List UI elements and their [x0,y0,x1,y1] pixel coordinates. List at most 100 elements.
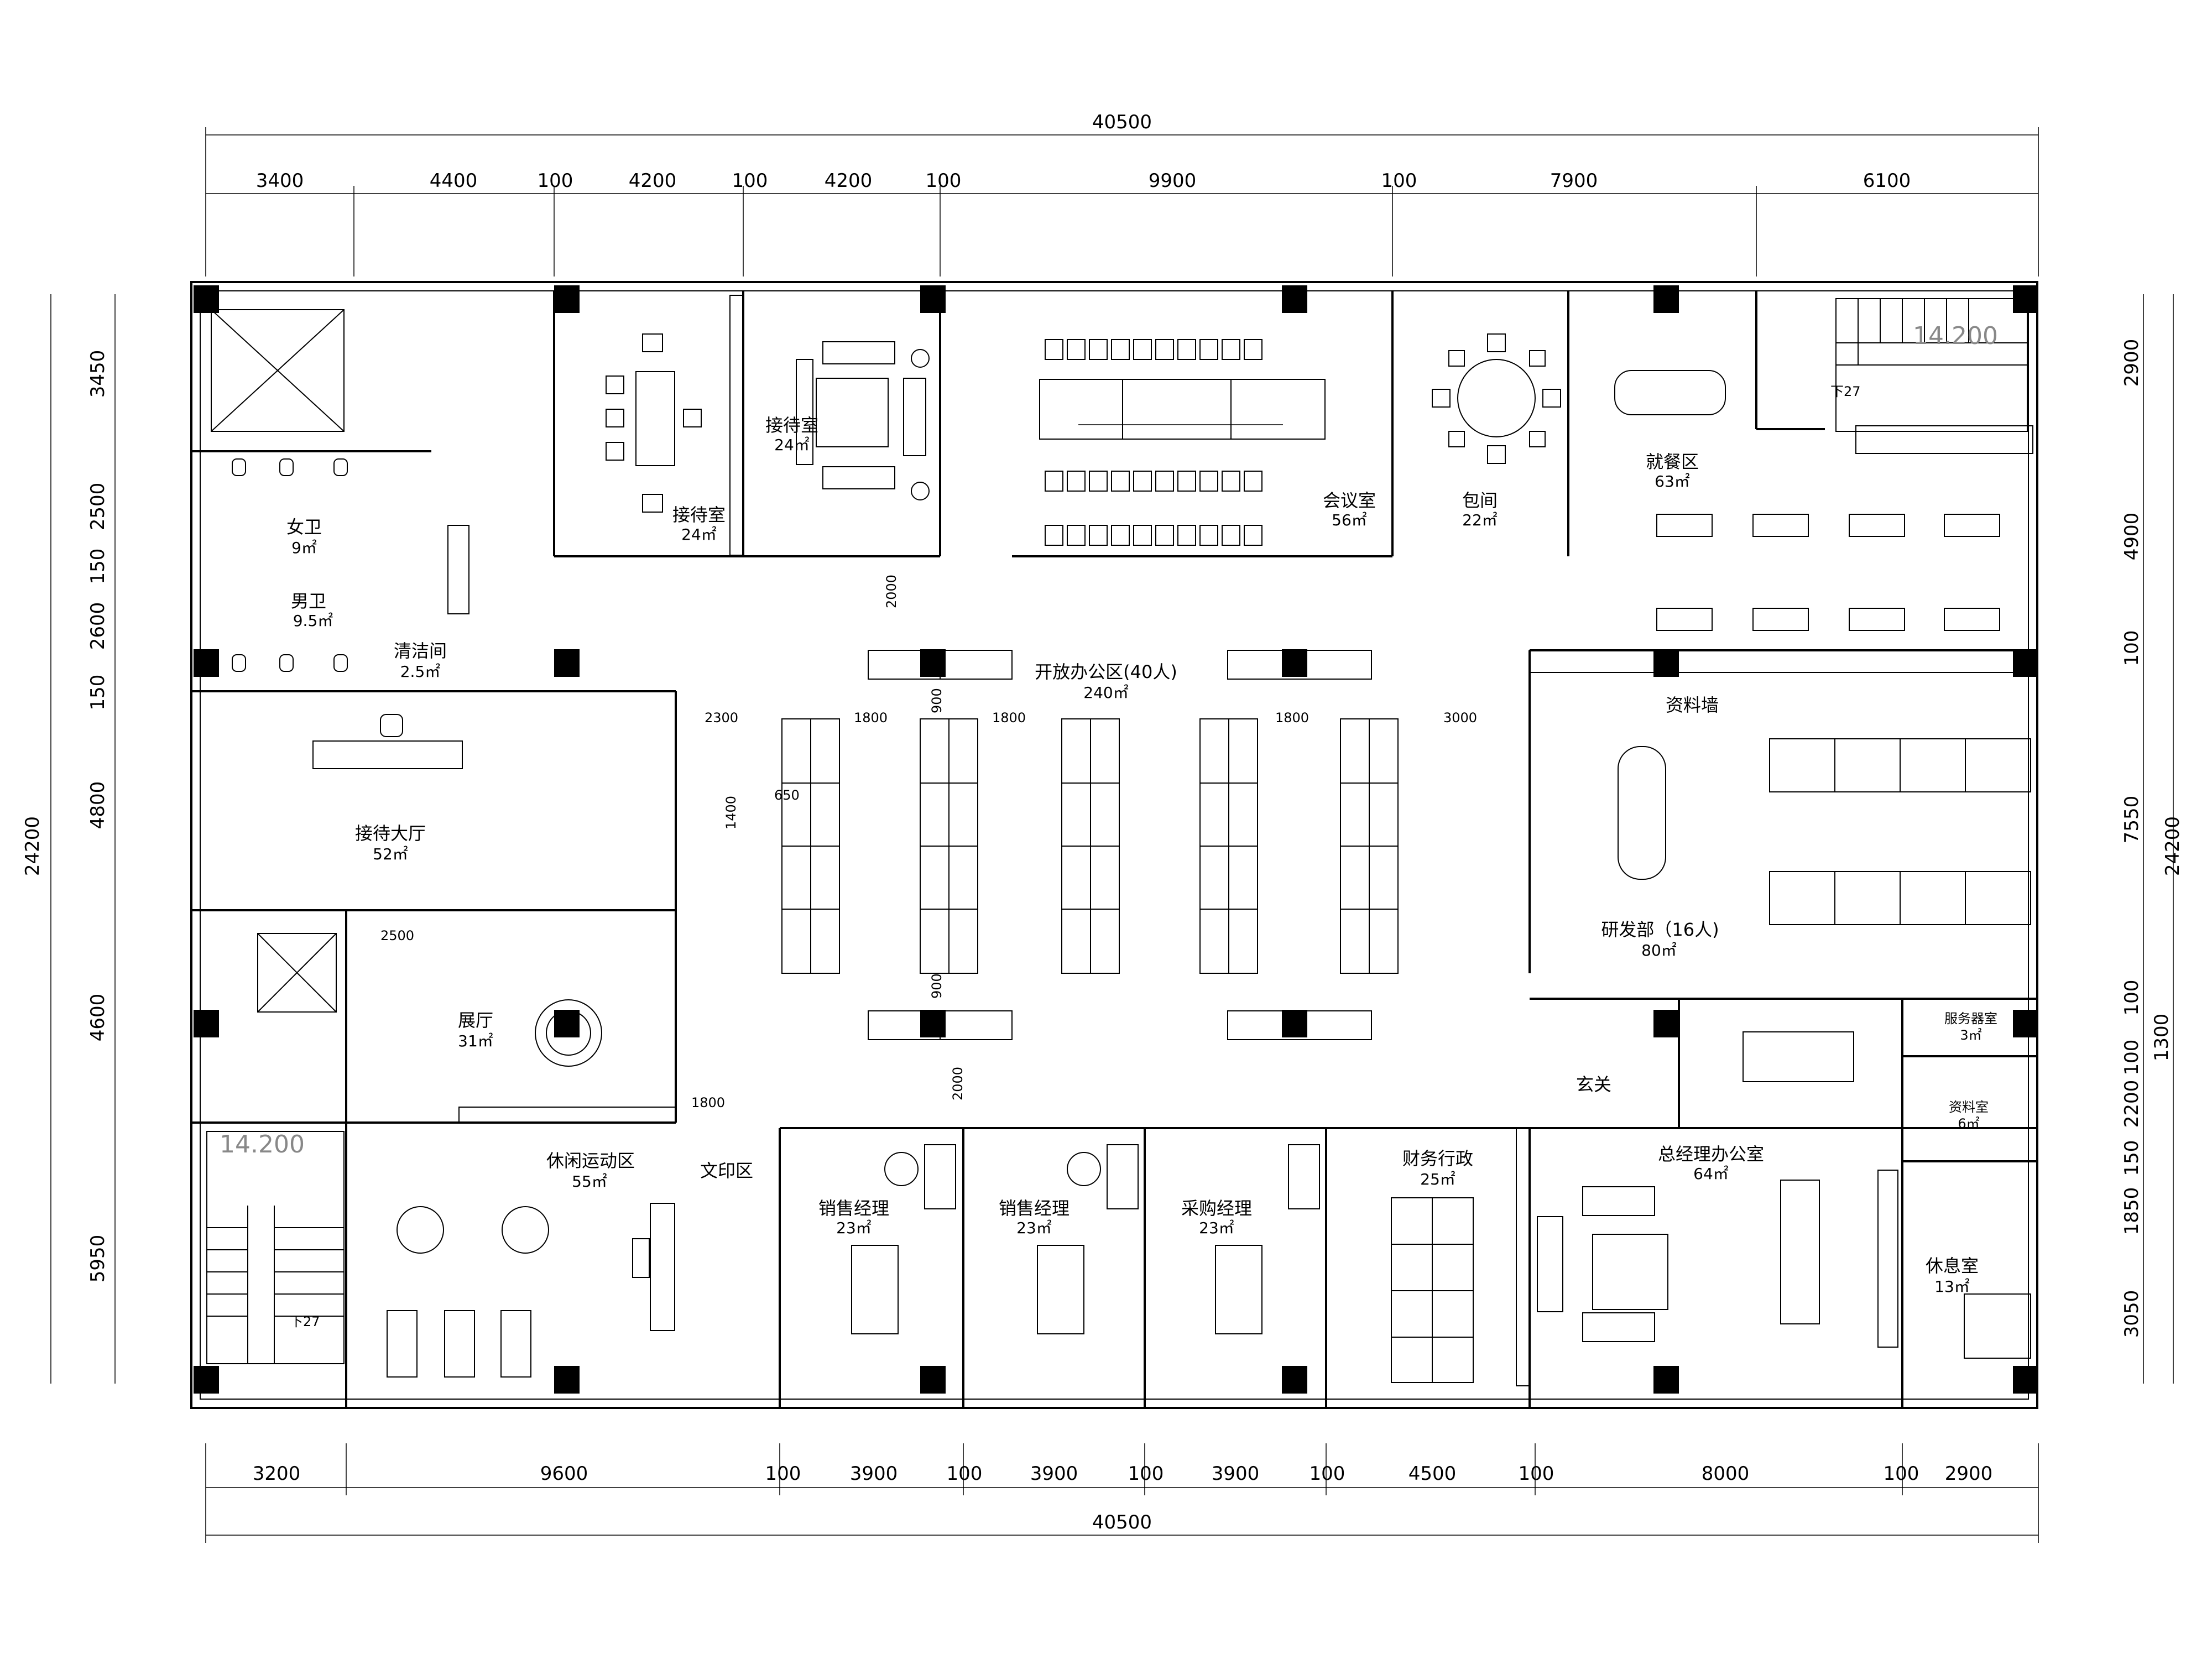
reception-sofa-2 [796,341,930,500]
dim-inner-9: 3000 [1443,710,1477,726]
glass-partitions [458,295,2031,1386]
dim-top-4: 4200 [629,170,677,192]
dim-right-2: 4900 [2121,513,2143,561]
room-name-private-dining: 包间 [1462,490,1498,511]
room-name-purchasing-manager: 采购经理 [1181,1198,1252,1219]
dim-top-1: 3400 [256,170,304,192]
stairs-bottom [206,1131,345,1364]
dim-top-3: 100 [538,170,573,192]
room-area-rnd-department: 80㎡ [1641,941,1677,959]
room-name-womens-restroom: 女卫 [286,517,322,538]
dim-left-1: 3450 [87,350,109,398]
dim-right-3: 100 [2121,630,2143,666]
dim-bottom-7: 100 [1128,1463,1164,1485]
dim-inner-1: 2000 [884,575,899,608]
room-area-gm-office: 64㎡ [1693,1165,1729,1183]
room-name-dining-area: 就餐区 [1646,451,1699,472]
dim-inner-7: 1800 [992,710,1026,726]
room-area-server-room: 3㎡ [1960,1027,1981,1043]
room-name-exhibition-hall: 展厅 [458,1010,493,1031]
room-name-sales-manager-1: 销售经理 [818,1198,889,1219]
conference-table [1039,379,1326,440]
room-name-reception-room-1: 接待室 [672,504,726,525]
dim-inner-13: 1800 [691,1095,725,1110]
dim-right-8: 150 [2121,1140,2143,1176]
room-name-finance-admin: 财务行政 [1402,1148,1473,1169]
dimension-left: 24200 3450 2500 150 2600 150 4800 4600 5… [22,294,116,1384]
room-name-rest-room: 休息室 [1926,1255,1979,1276]
room-area-sales-manager-2: 23㎡ [1016,1219,1052,1237]
dim-left-8: 5950 [87,1235,109,1283]
dim-left-4: 2600 [87,602,109,650]
room-name-mens-restroom: 男卫 [291,591,326,612]
room-area-open-office: 240㎡ [1083,684,1128,702]
dim-inner-5: 2300 [705,710,738,726]
room-name-archive: 资料室 [1949,1099,1989,1115]
room-name-document-wall: 资料墙 [1666,695,1719,716]
toilet-fixtures [232,458,469,672]
room-area-reception-hall: 52㎡ [373,845,408,863]
dimension-right: 24200 2900 4900 100 7550 100 100 2200 15… [2121,294,2184,1384]
reception-desk [312,714,463,769]
dim-inner-8: 1800 [1275,710,1309,726]
room-name-conference: 会议室 [1323,490,1376,511]
room-name-gm-office: 总经理办公室 [1658,1144,1764,1165]
dim-top-10: 7900 [1550,170,1598,192]
dim-bottom-10: 4500 [1408,1463,1457,1485]
dim-right-sub: 1300 [2151,1014,2173,1062]
dim-inner-10: 1400 [723,796,739,830]
dim-bottom-8: 3900 [1212,1463,1260,1485]
room-area-janitor: 2.5㎡ [400,662,441,681]
dim-bottom-4: 3900 [850,1463,898,1485]
dimension-bottom: 3200 9600 100 3900 100 3900 100 3900 100… [205,1443,2039,1543]
dim-right-1: 2900 [2121,339,2143,387]
dim-inner-12: 2500 [380,928,414,943]
dim-top-6: 4200 [825,170,873,192]
dimension-top: 40500 3400 4400 100 4200 100 4200 100 99… [205,111,2039,276]
rest-room-bed [1964,1293,2031,1359]
dim-inner-11: 650 [774,787,800,803]
interior-walls [191,291,2037,1408]
room-name-open-office: 开放办公区(40人) [1035,661,1177,682]
dim-bottom-14: 2900 [1945,1463,1993,1485]
dim-top-2: 4400 [430,170,478,192]
open-office-desks [781,718,1399,974]
dim-right-9: 1850 [2121,1187,2143,1235]
room-area-rest-room: 13㎡ [1934,1277,1970,1296]
dim-bottom-3: 100 [765,1463,801,1485]
room-area-private-dining: 22㎡ [1462,511,1498,529]
outer-walls [190,281,2038,1409]
elevator-bottom [257,933,337,1013]
dim-bottom-11: 100 [1519,1463,1554,1485]
dim-inner-6: 1800 [854,710,888,726]
stair-down-bottom: 下27 [290,1314,320,1329]
room-area-dining-area: 63㎡ [1655,472,1690,491]
dim-bottom-6: 3900 [1030,1463,1078,1485]
dim-right-6: 100 [2121,1040,2143,1076]
dim-right-10: 3050 [2121,1290,2143,1338]
round-dining-table [1432,333,1561,464]
structural-columns [194,285,2038,1394]
dim-bottom-12: 8000 [1702,1463,1750,1485]
dim-left-7: 4600 [87,994,109,1042]
room-name-janitor: 清洁间 [394,640,447,661]
stair-level-bottom: 14.200 [220,1130,305,1159]
gm-office-furniture [1537,1031,1898,1348]
room-area-leisure-area: 55㎡ [572,1172,607,1191]
dim-left-3: 150 [87,549,109,585]
dim-right-4: 7550 [2121,796,2143,844]
dim-bottom-total: 40500 [1092,1511,1152,1533]
room-area-reception-room-1: 24㎡ [681,525,717,544]
room-labels: 女卫 9㎡ 男卫 9.5㎡ 清洁间 2.5㎡ 接待室 24㎡ 接待室 24㎡ 会… [286,415,1997,1296]
room-area-exhibition-hall: 31㎡ [458,1032,493,1050]
room-name-server-room: 服务器室 [1944,1011,1997,1026]
interior-dimensions: 2000 900 900 2000 2300 1800 1800 1800 30… [380,575,1477,1110]
rnd-desks [1618,738,2031,925]
room-name-rnd-department: 研发部（16人) [1601,919,1719,940]
finance-desks [1391,1197,1474,1383]
dim-inner-4: 2000 [950,1067,966,1100]
dim-inner-2: 900 [929,688,945,713]
dim-inner-3: 900 [929,973,945,999]
dim-top-11: 6100 [1863,170,1911,192]
room-name-leisure-area: 休闲运动区 [546,1150,635,1171]
